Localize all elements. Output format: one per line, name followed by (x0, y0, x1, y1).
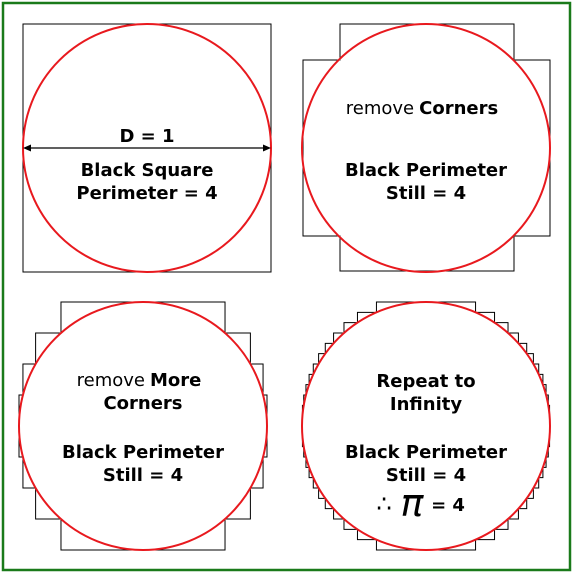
square-perimeter: Perimeter = 4 (76, 183, 217, 204)
stepped-polygon (18, 301, 268, 551)
perimeter-value: Still = 4 (386, 465, 466, 486)
red-circle (301, 301, 551, 551)
corners-word: Corners (103, 393, 182, 414)
perimeter-title: Black Perimeter (62, 442, 224, 463)
perimeter-value: Still = 4 (103, 465, 183, 486)
remove-prefix: remove (346, 98, 414, 119)
repeat-heading: Repeat to (376, 371, 475, 392)
notched-square (302, 23, 551, 272)
fine-stepped-polygon (301, 301, 551, 551)
perimeter-value: Still = 4 (386, 183, 466, 204)
remove-prefix: remove (77, 370, 145, 391)
pi-value: = 4 (431, 495, 465, 516)
pi-symbol: π (401, 481, 425, 525)
perimeter-title: Black Perimeter (345, 442, 507, 463)
square-title: Black Square (81, 160, 214, 181)
remove-word: Corners (419, 98, 498, 119)
therefore-icon: ∴ (376, 490, 391, 518)
diameter-arrow-right-icon (263, 144, 271, 152)
diameter-arrow-left-icon (23, 144, 31, 152)
infinity-heading: Infinity (390, 394, 462, 415)
panel-1: D = 1 Black Square Perimeter = 4 (22, 23, 272, 273)
remove-word: More (150, 370, 201, 391)
red-circle (18, 301, 268, 551)
diameter-label: D = 1 (119, 126, 174, 147)
panel-4: Repeat to Infinity Black Perimeter Still… (301, 301, 551, 551)
perimeter-title: Black Perimeter (345, 160, 507, 181)
red-circle (301, 23, 551, 273)
